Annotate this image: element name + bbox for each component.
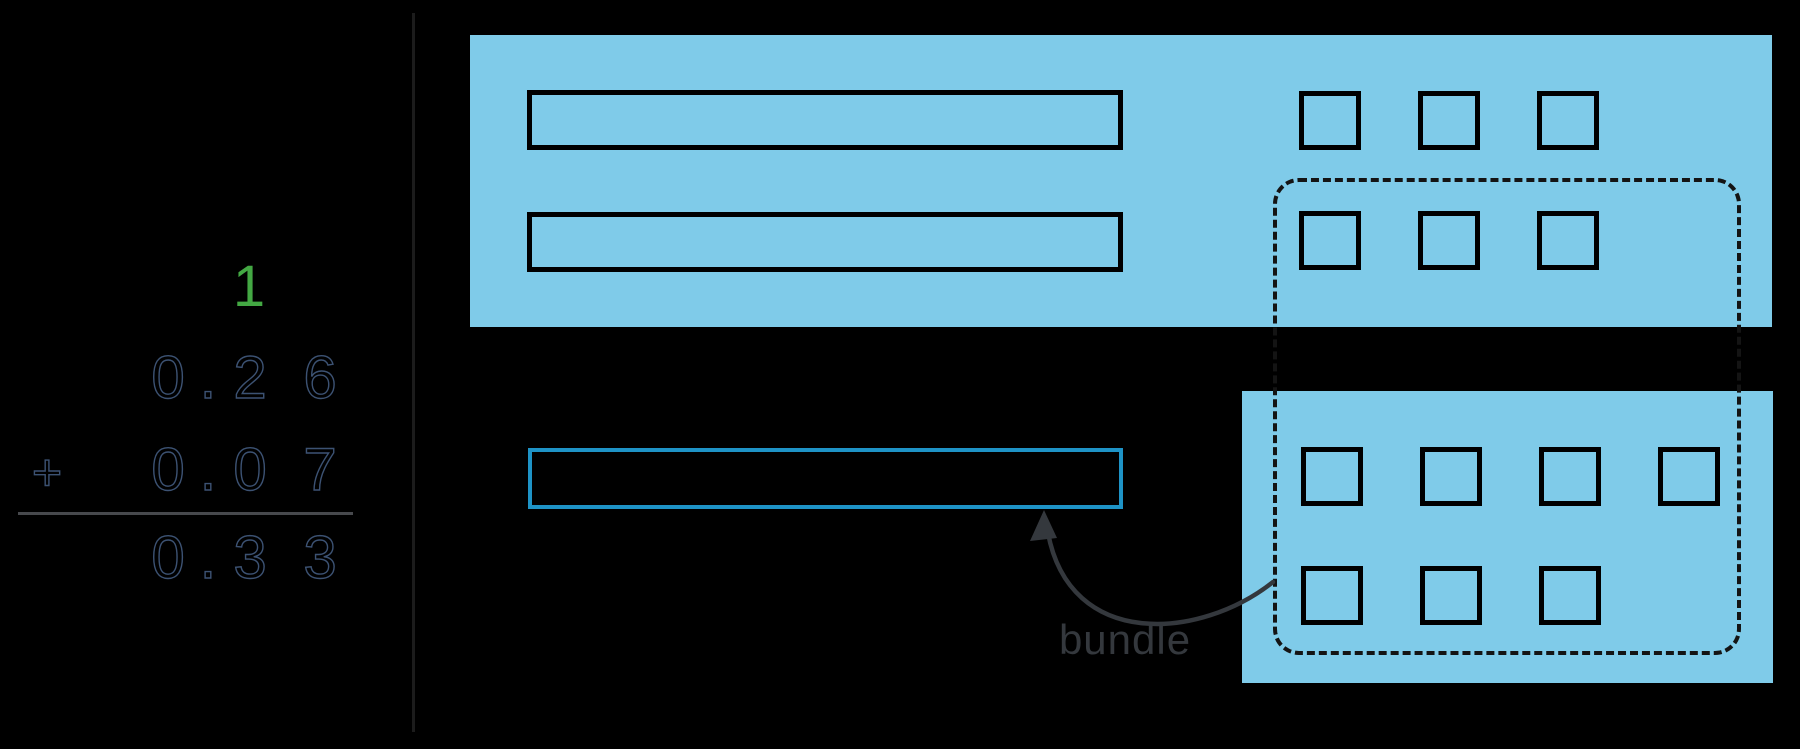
addend2-decimal-point: .: [199, 436, 217, 503]
tenth-bar-2: [527, 212, 1123, 272]
addend2-hundredths-digit: 7: [303, 436, 338, 503]
hundredth-square: [1420, 447, 1482, 506]
top-hundredth-squares-row2: [1299, 211, 1599, 270]
bundle-label: bundle: [1058, 616, 1192, 663]
hundredth-square: [1418, 211, 1480, 270]
divider-line: [412, 13, 415, 732]
hundredth-square: [1658, 447, 1720, 506]
hundredth-square: [1301, 447, 1363, 506]
arrowhead-icon: [1030, 510, 1057, 541]
carry-digit: 1: [232, 254, 266, 319]
sum-ones-digit: 0: [151, 524, 186, 591]
hundredth-square: [1537, 91, 1599, 150]
addend2-tenths-digit: 0: [233, 436, 268, 503]
hundredth-square: [1301, 566, 1363, 625]
addend1-ones-digit: 0: [151, 344, 186, 411]
addend1-hundredths-digit: 6: [303, 344, 338, 411]
addend2-ones-digit: 0: [151, 436, 186, 503]
sum-rule-line: [18, 512, 353, 515]
sum-tenths-digit: 3: [233, 524, 268, 591]
hundredth-square: [1418, 91, 1480, 150]
hundredth-square: [1539, 566, 1601, 625]
addend1-tenths-digit: 2: [233, 344, 268, 411]
addend1-decimal-point: .: [199, 344, 217, 411]
tenth-bar-1: [527, 90, 1123, 150]
top-hundredth-squares-row1: [1299, 91, 1599, 150]
bundle-arrow: [1030, 510, 1276, 627]
new-tenth-bar-outline: [528, 448, 1123, 509]
plus-operator: +: [31, 444, 63, 502]
hundredth-square: [1537, 211, 1599, 270]
hundredth-square: [1299, 211, 1361, 270]
hundredth-square: [1539, 447, 1601, 506]
hundredth-square: [1420, 566, 1482, 625]
hundredth-square: [1299, 91, 1361, 150]
bundle-dashed-outline: [1273, 178, 1741, 655]
sum-hundredths-digit: 3: [303, 524, 338, 591]
bottom-hundredth-squares-row1: [1301, 447, 1720, 506]
bottom-hundredth-squares-row2: [1301, 566, 1601, 625]
bundle-arrow-curve: [1045, 530, 1276, 627]
bottom-blocks-panel: [1242, 391, 1773, 683]
sum-decimal-point: .: [199, 524, 217, 591]
